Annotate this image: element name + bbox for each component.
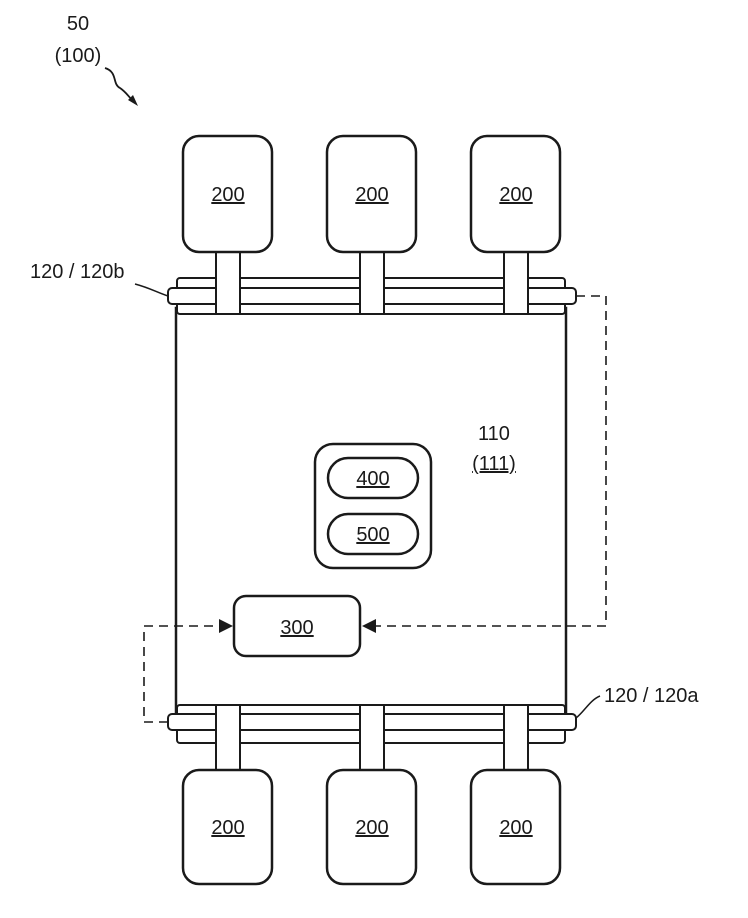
wheel-label: 200 <box>211 817 244 839</box>
ref-label-main-alt: (100) <box>55 45 102 67</box>
body-label-alt: (111) <box>472 453 516 475</box>
module-a-label: 400 <box>356 468 389 490</box>
plate-top-label: 120 / 120b <box>30 261 125 283</box>
ref-label-main: 50 <box>67 13 89 35</box>
wheel-label: 200 <box>211 184 244 206</box>
controller-label: 300 <box>280 617 313 639</box>
wheel-label: 200 <box>499 817 532 839</box>
wheel-label: 200 <box>499 184 532 206</box>
plate-bottom-leader <box>576 696 600 718</box>
ref-arrow-icon <box>105 68 138 106</box>
module-b-label: 500 <box>356 524 389 546</box>
wheel-label: 200 <box>355 184 388 206</box>
module-group: 400 500 <box>315 444 431 568</box>
wheel-label: 200 <box>355 817 388 839</box>
plate-bottom-label: 120 / 120a <box>604 685 699 707</box>
plate-top-leader <box>135 284 168 296</box>
body-label: 110 <box>478 423 510 445</box>
